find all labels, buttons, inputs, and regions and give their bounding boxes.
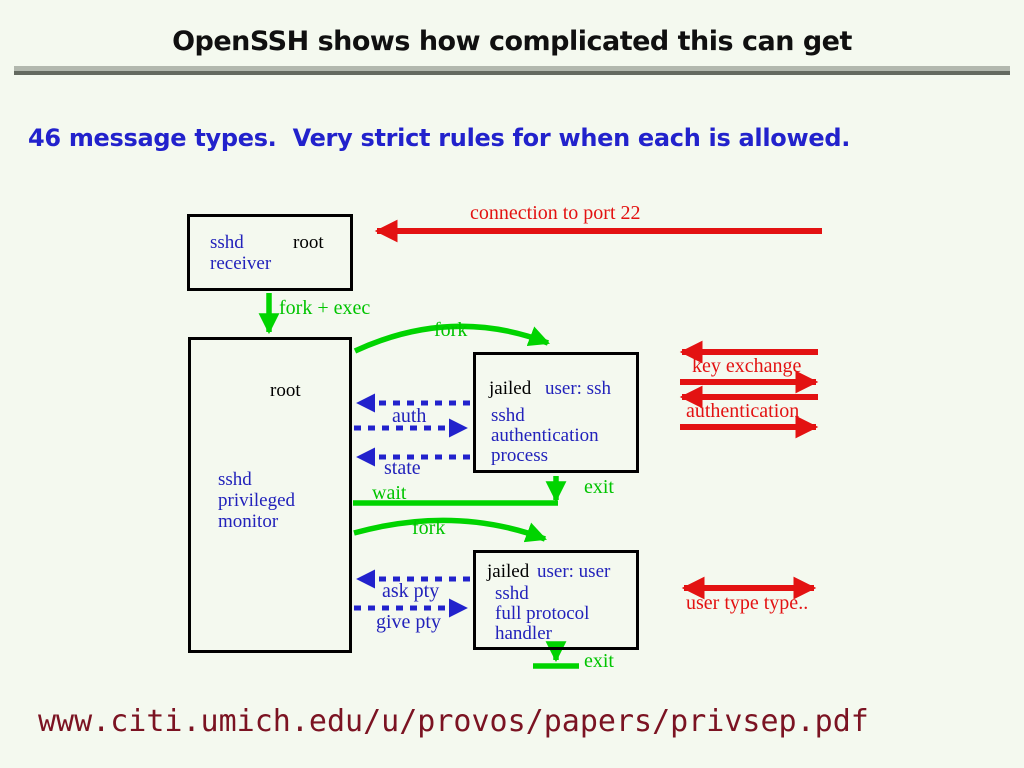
authentication-label: authentication <box>686 400 800 422</box>
jailed1-user: user: ssh <box>545 378 611 399</box>
receiver-user: root <box>293 232 324 253</box>
key-exchange-label: key exchange <box>692 355 802 377</box>
receiver-proc-name: sshd <box>210 232 244 253</box>
jailed1-jail-label: jailed <box>489 378 532 399</box>
monitor-line2: privileged <box>218 490 296 511</box>
jailed1-line2: authentication <box>491 425 599 446</box>
jailed2-user: user: user <box>537 561 611 582</box>
fork-arc-1 <box>353 323 550 354</box>
exit2-label: exit <box>584 650 614 672</box>
jailed2-jail-label: jailed <box>487 561 530 582</box>
exit1-label: exit <box>584 476 614 498</box>
slide-title: OpenSSH shows how complicated this can g… <box>172 26 852 57</box>
jailed2-line2: full protocol <box>495 603 590 624</box>
monitor-user: root <box>270 380 301 401</box>
title-divider <box>14 66 1010 75</box>
give-pty-label: give pty <box>376 611 441 633</box>
paper-url: www.citi.umich.edu/u/provos/papers/privs… <box>38 704 869 739</box>
monitor-line3: monitor <box>218 511 279 532</box>
jailed-user-process-box: jailed user: user sshd full protocol han… <box>473 550 639 650</box>
receiver-process-box: sshd root receiver <box>187 214 353 291</box>
jailed2-line1: sshd <box>495 583 529 604</box>
ask-pty-label: ask pty <box>382 580 440 602</box>
slide-subtitle: 46 message types. Very strict rules for … <box>28 124 851 152</box>
monitor-line1: sshd <box>218 469 252 490</box>
privileged-monitor-box: root sshd privileged monitor <box>188 337 352 653</box>
jailed1-line1: sshd <box>491 405 525 426</box>
jailed2-line3: handler <box>495 623 552 644</box>
wait-label: wait <box>372 482 407 504</box>
jailed1-line3: process <box>491 445 548 466</box>
connection-label: connection to port 22 <box>470 202 641 224</box>
divider-dark-band <box>14 71 1010 75</box>
jailed-auth-process-box: jailed user: ssh sshd authentication pro… <box>473 352 639 473</box>
fork-arc-2 <box>353 517 547 543</box>
state-label: state <box>384 457 421 479</box>
divider-light-band <box>14 66 1010 71</box>
user-type-label: user type type.. <box>686 592 809 614</box>
fork2-label: fork <box>412 517 446 539</box>
fork1-label: fork <box>434 319 468 341</box>
auth-label: auth <box>392 405 427 427</box>
receiver-role: receiver <box>210 253 272 274</box>
fork-exec-label: fork + exec <box>279 297 371 319</box>
